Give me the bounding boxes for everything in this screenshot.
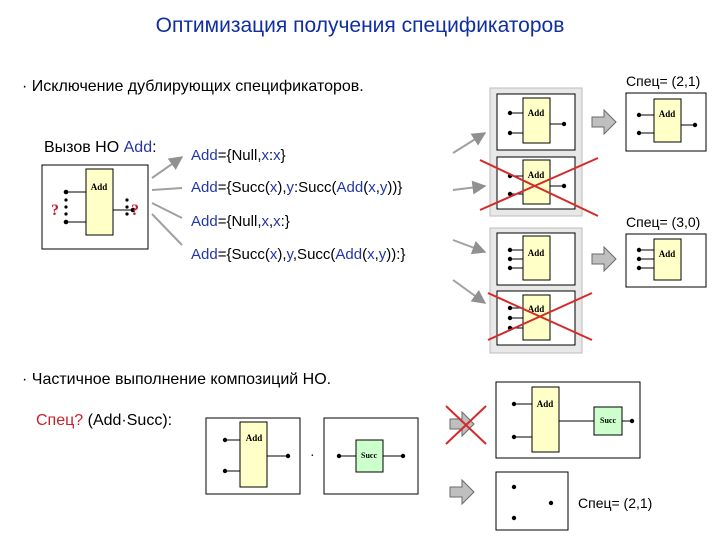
rule-4-part: )) [386,246,397,263]
page-title: Оптимизация получения спецификаторов [155,14,565,37]
composition-arrow-result [449,478,475,506]
rule-4-part: x [269,246,278,263]
unknown-input-mark: ? [51,202,59,219]
rule-2-part: y [286,179,295,196]
rule-4-part: , [374,246,379,263]
rule-2: Add={Succ(x),y:Succ(Add(x,y))} [191,179,402,196]
rule-1-part: } [280,147,286,164]
composition-arrow-crossed [445,405,487,445]
bullet-partial-execution: · Частичное выполнение композиций НО. [22,371,332,388]
block-1-null-x: Add [496,93,576,151]
rule-4-part: ={Succ( [217,246,270,263]
rule-4-part: ( [362,246,368,263]
rule-1-part: Add [191,147,218,164]
rule-3-part: Add [191,213,218,230]
composed-add-succ-box: Add Succ [495,381,641,459]
rule-4-part: ,Succ( [292,246,336,263]
composition-add-box: Add [205,417,301,495]
rule-3: Add={Null,x,x:} [191,213,290,230]
result-2-add-box: Add [625,233,707,288]
composed-add-label: Add [537,399,554,409]
block-4-label: Add [528,304,545,314]
rule-2-part: :Succ( [294,179,337,196]
block-2-label: Add [528,170,545,180]
call-add-label: Add [91,182,108,192]
block-2-succ-x-y: Add [479,156,599,217]
call-to-rules-arrows [151,156,184,246]
call-add-box: Add ? ? [41,164,149,250]
block-3-null-x-x: Add [496,232,576,286]
composition-dot: · [310,449,315,464]
rule-1-part: : [268,147,274,164]
composition-succ-label: Succ [361,451,377,460]
spec-label-1: Спец= (2,1) [626,73,701,89]
call-label: Вызов НО Add: [44,139,157,156]
rule-1-part: ={Null, [217,147,262,164]
rule-4-part: y [286,246,293,263]
rule-4: Add={Succ(x),y,Succ(Add(x,y)):} [191,246,405,263]
rule-1: Add={Null,x:x} [191,147,286,164]
rule-3-part: , [268,213,274,230]
rule-2-part: , [375,179,380,196]
rule-2-part: y [379,179,388,196]
rule-1-part: x [273,147,281,164]
result-1-add-box: Add [625,92,707,152]
block-1-label: Add [528,108,545,118]
rule-4-part: Add [335,246,363,263]
result-arrow-2 [591,245,617,273]
rule-3-part: :} [280,213,290,230]
rules-to-blocks-arrows [452,132,487,304]
unknown-output-mark: ? [131,202,139,219]
rule-1-part: x [261,147,269,164]
rule-2-part: Add [191,179,218,196]
rule-4-part: ), [277,246,287,263]
rule-2-part: ={Succ( [217,179,270,196]
result-arrow-1 [591,108,617,136]
result-1-label: Add [659,109,676,119]
rule-2-part: x [269,179,278,196]
spec-label-3: Спец= (2,1) [578,495,653,511]
rule-4-part: x [367,246,375,263]
rule-2-part: ( [363,179,369,196]
composed-succ-label: Succ [600,416,616,425]
block-3-label: Add [528,248,545,258]
rule-3-part: ={Null, [217,213,262,230]
composition-succ-box: Succ [323,417,419,495]
composition-add-label: Add [246,433,263,443]
rule-4-part: :} [396,246,406,263]
rule-2-part: ))} [387,179,403,196]
block-4-succ-x-y-out: Add [487,290,593,346]
rule-2-part: Add [336,179,364,196]
result-2-label: Add [659,249,676,259]
rule-2-part: x [368,179,376,196]
rule-4-part: Add [191,246,218,263]
bullet-duplicate-elimination: · Исключение дублирующих спецификаторов. [22,78,364,95]
block-2-cross [479,159,599,217]
rule-3-part: x [273,213,281,230]
spec-label-2: Спец= (3,0) [626,214,701,230]
rule-4-part: y [378,246,387,263]
rule-2-part: ), [277,179,287,196]
spec-question: Спец? (Add·Succ): [36,412,173,429]
composed-result-box [495,471,569,531]
rule-3-part: x [261,213,269,230]
